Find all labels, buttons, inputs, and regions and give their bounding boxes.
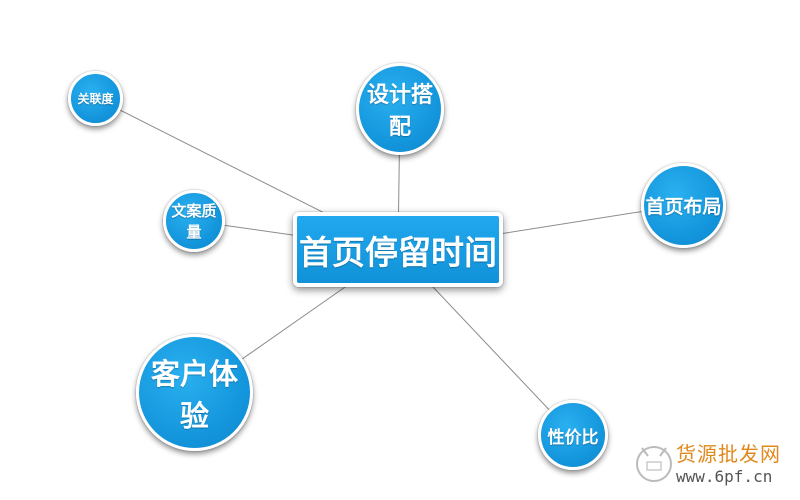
node-layout-label: 首页布局 xyxy=(645,196,722,218)
center-node: 首页停留时间 xyxy=(293,212,503,287)
node-layout: 首页布局 xyxy=(641,163,726,248)
node-design: 设计搭配 xyxy=(356,63,444,155)
watermark: 货源批发网 www.6pf.cn xyxy=(632,436,792,494)
watermark-url: www.6pf.cn xyxy=(676,467,773,486)
node-value-label: 性价比 xyxy=(547,427,599,448)
node-experience: 客户体验 xyxy=(136,334,253,451)
watermark-logo-icon xyxy=(636,446,672,482)
node-copy: 文案质量 xyxy=(163,190,225,252)
node-relevance: 关联度 xyxy=(68,71,123,126)
watermark-title: 货源批发网 xyxy=(676,442,781,466)
center-node-label: 首页停留时间 xyxy=(299,232,497,272)
node-experience-label: 客户体验 xyxy=(150,356,238,433)
node-design-label: 设计搭配 xyxy=(366,82,433,140)
node-copy-label: 文案质量 xyxy=(171,202,217,241)
node-value: 性价比 xyxy=(538,400,608,470)
node-relevance-label: 关联度 xyxy=(77,92,114,106)
